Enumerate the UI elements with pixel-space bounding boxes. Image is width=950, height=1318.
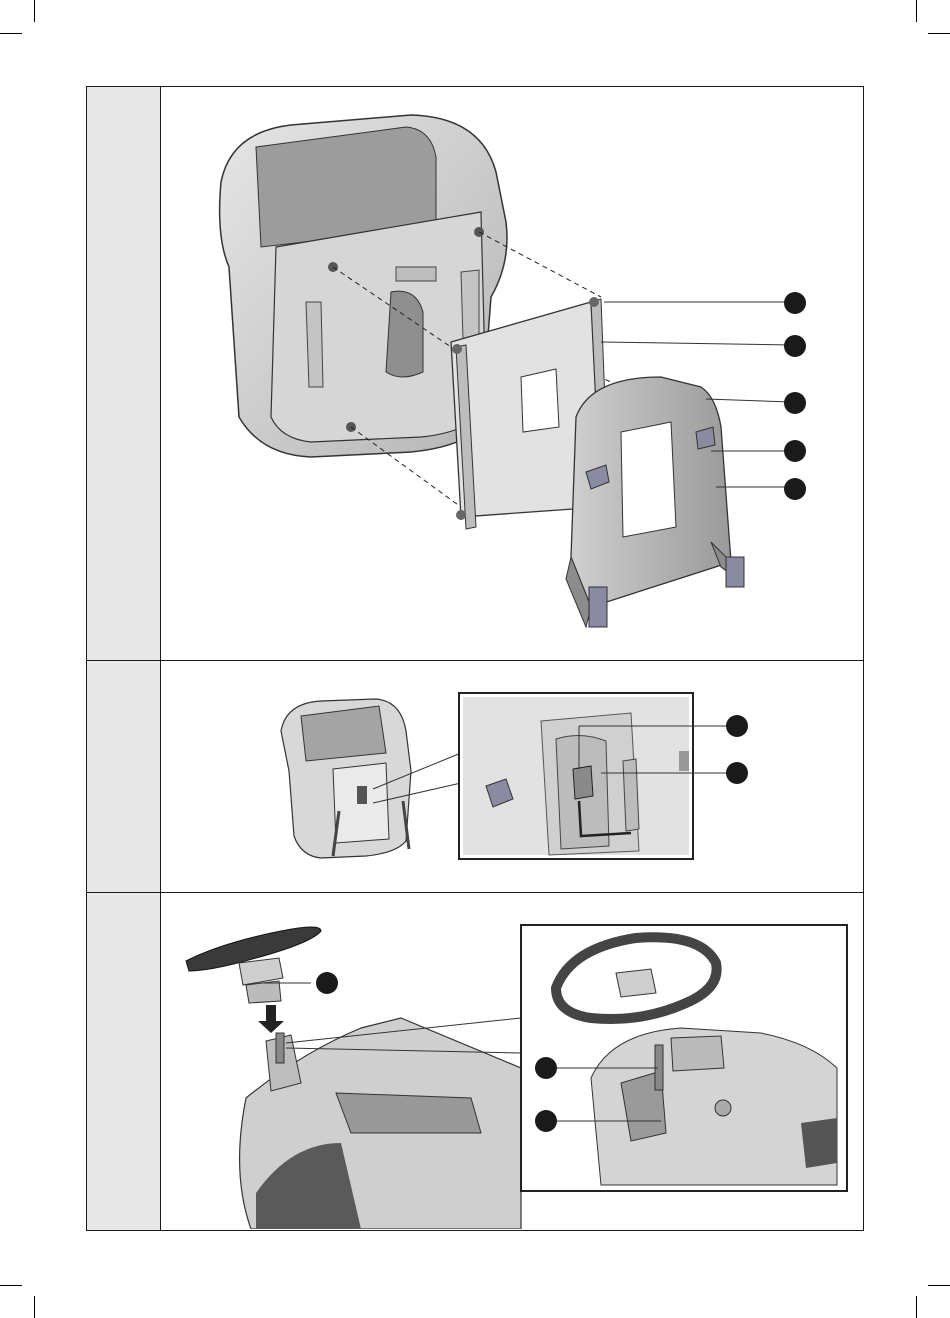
crop-mark-bl-v (34, 1296, 35, 1318)
illustration-steering-installation (161, 893, 863, 1230)
crop-mark-br-v (916, 1296, 917, 1318)
seat-assembly-drawing (161, 87, 863, 660)
instruction-frame (86, 86, 864, 1231)
steering-installation-drawing (161, 893, 863, 1229)
panel-steering-installation (87, 893, 863, 1230)
detail-inset (459, 693, 693, 859)
crop-mark-tl-v (34, 0, 35, 22)
callout-marker (726, 762, 748, 784)
connector-detail-drawing (161, 661, 863, 892)
crop-mark-bl-h (0, 1285, 22, 1286)
seat-bracket-frame (566, 377, 744, 627)
crop-mark-tr-h (928, 33, 950, 34)
step-sidebar (87, 893, 161, 1230)
callout-marker (535, 1057, 557, 1079)
illustration-seat-assembly (161, 87, 863, 660)
callout-marker (784, 292, 806, 314)
callout-marker (784, 335, 806, 357)
callout-marker (784, 392, 806, 414)
seat-thumbnail (281, 699, 411, 858)
callout-marker (784, 478, 806, 500)
callouts (726, 715, 748, 784)
callout-marker (535, 1110, 557, 1132)
step-sidebar (87, 661, 161, 892)
callout-marker (316, 972, 338, 994)
callout-marker (784, 440, 806, 462)
crop-mark-br-h (928, 1285, 950, 1286)
panel-seat-assembly (87, 87, 863, 661)
crop-mark-tr-v (916, 0, 917, 22)
step-sidebar (87, 87, 161, 660)
detail-inset (521, 925, 847, 1191)
callouts (784, 292, 806, 500)
arrow-down-icon (258, 1005, 284, 1033)
callout-marker (726, 715, 748, 737)
panel-connector-detail (87, 661, 863, 893)
steering-wheel (186, 927, 321, 1003)
illustration-connector-detail (161, 661, 863, 892)
crop-mark-tl-h (0, 33, 22, 34)
